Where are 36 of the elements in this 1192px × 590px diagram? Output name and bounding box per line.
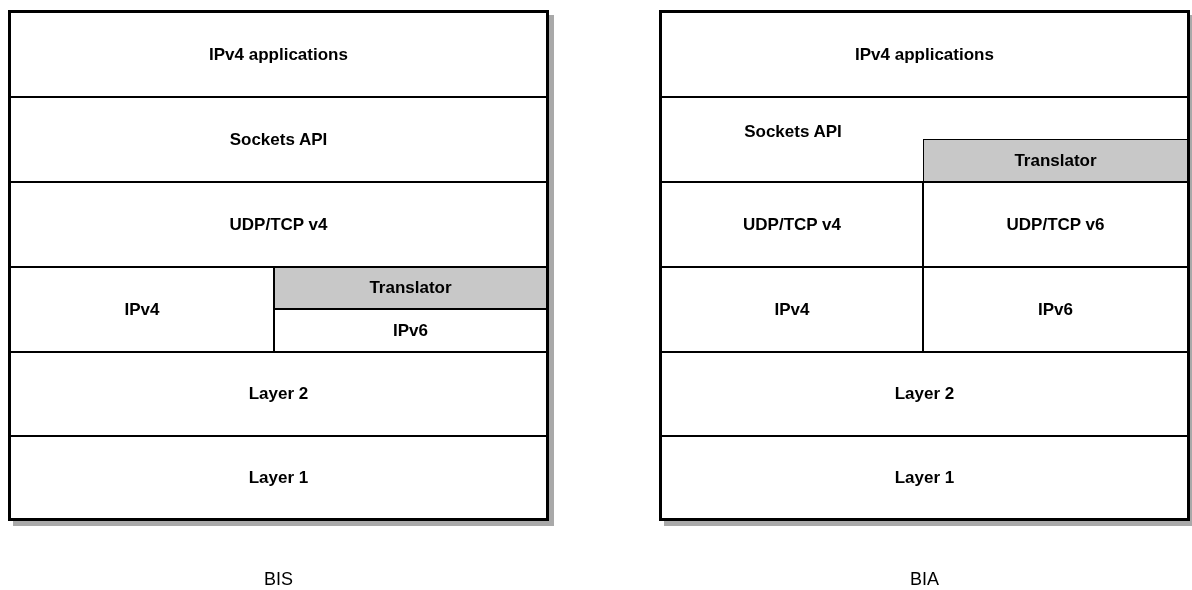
layer-label: IPv6 — [1038, 299, 1073, 320]
layer-label: Layer 1 — [248, 467, 309, 488]
layer-box — [661, 12, 1188, 97]
layer-box — [661, 97, 1188, 182]
layer-box — [923, 182, 1188, 267]
translator-layer-box — [923, 139, 1188, 182]
layer-box — [661, 182, 923, 267]
translator-layer-box — [274, 267, 547, 309]
layer-box — [10, 267, 274, 352]
layer-box — [661, 352, 1188, 436]
layer-box — [10, 97, 547, 182]
layer-label: Layer 2 — [248, 384, 309, 404]
layer-box — [923, 267, 1188, 352]
layer-label: IPv4 applications — [209, 44, 348, 65]
layer-label: UDP/TCP v4 — [743, 214, 841, 235]
layer-box — [661, 436, 1188, 519]
stack-caption: BIS — [264, 569, 293, 590]
layer-label: IPv6 — [393, 320, 428, 341]
layer-box — [10, 436, 547, 519]
layer-box — [10, 12, 547, 97]
layer-label: UDP/TCP v6 — [1006, 214, 1105, 235]
layer-label: Layer 1 — [894, 467, 955, 488]
layer-box — [10, 352, 547, 436]
layer-label: Sockets API — [743, 122, 843, 142]
layer-box — [10, 182, 547, 267]
layer-label: Translator — [369, 278, 452, 298]
layer-label: UDP/TCP v4 — [229, 214, 328, 235]
layer-label: IPv4 — [774, 299, 810, 320]
layer-label: Translator — [1014, 150, 1097, 171]
layer-label: Layer 2 — [894, 384, 955, 404]
stack-caption: BIA — [910, 569, 939, 590]
layer-box — [274, 309, 547, 352]
layer-box — [661, 267, 923, 352]
layer-label: IPv4 applications — [855, 44, 994, 65]
layer-label: IPv4 — [124, 299, 160, 320]
layer-label: Sockets API — [229, 129, 328, 150]
